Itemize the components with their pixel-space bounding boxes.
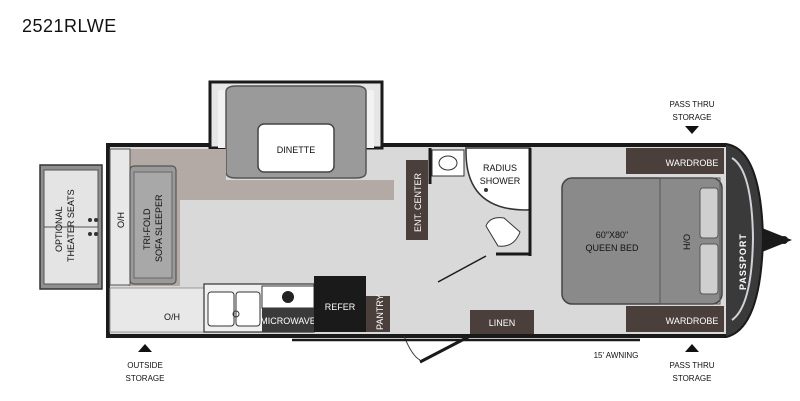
wardrobe-bottom-label: WARDROBE (666, 316, 719, 326)
oh-left-label: O/H (116, 212, 126, 228)
oh-bottom-label: O/H (164, 312, 180, 322)
pantry-label: PANTRY (375, 294, 385, 330)
sofa-label-2: SOFA SLEEPER (154, 194, 164, 262)
awning-label: 15' AWNING (594, 351, 639, 360)
outside-storage-label-2: STORAGE (126, 374, 165, 383)
ho-label: H/O (682, 234, 692, 250)
brand-label: PASSPORT (738, 233, 748, 290)
sofa-label-1: TRI-FOLD (142, 208, 152, 250)
shower-label-2: SHOWER (480, 176, 521, 186)
linen-label: LINEN (489, 318, 516, 328)
outside-storage-label-1: OUTSIDE (127, 361, 163, 370)
pass-thru-top-label-1: PASS THRU (669, 100, 714, 109)
pass-thru-bottom-label-1: PASS THRU (669, 361, 714, 370)
refer-label: REFER (325, 302, 356, 312)
bed-size-label: 60"X80" (596, 230, 628, 240)
ent-center-label: ENT. CENTER (413, 172, 423, 232)
pass-thru-bottom-label-2: STORAGE (673, 374, 712, 383)
bedroom: WARDROBE WARDROBE 60"X80" QUEEN BED H/O (561, 148, 724, 332)
bathroom: RADIUS SHOWER (428, 147, 532, 283)
theater-label-2: THEATER SEATS (66, 189, 76, 262)
kitchen-counter: MICROWAVE (203, 283, 316, 333)
bed-name-label: QUEEN BED (585, 243, 639, 253)
model-title: 2521RLWE (22, 16, 117, 36)
shower-label-1: RADIUS (483, 163, 517, 173)
sofa-area: O/H TRI-FOLD SOFA SLEEPER (109, 148, 177, 286)
dinette-slide: DINETTE (208, 80, 384, 179)
dinette-label: DINETTE (277, 145, 316, 155)
pass-thru-top-label-2: STORAGE (673, 113, 712, 122)
microwave-label: MICROWAVE (260, 316, 316, 326)
theater-label-1: OPTIONAL (54, 206, 64, 252)
theater-seats: OPTIONAL THEATER SEATS (39, 164, 103, 290)
wardrobe-top-label: WARDROBE (666, 158, 719, 168)
